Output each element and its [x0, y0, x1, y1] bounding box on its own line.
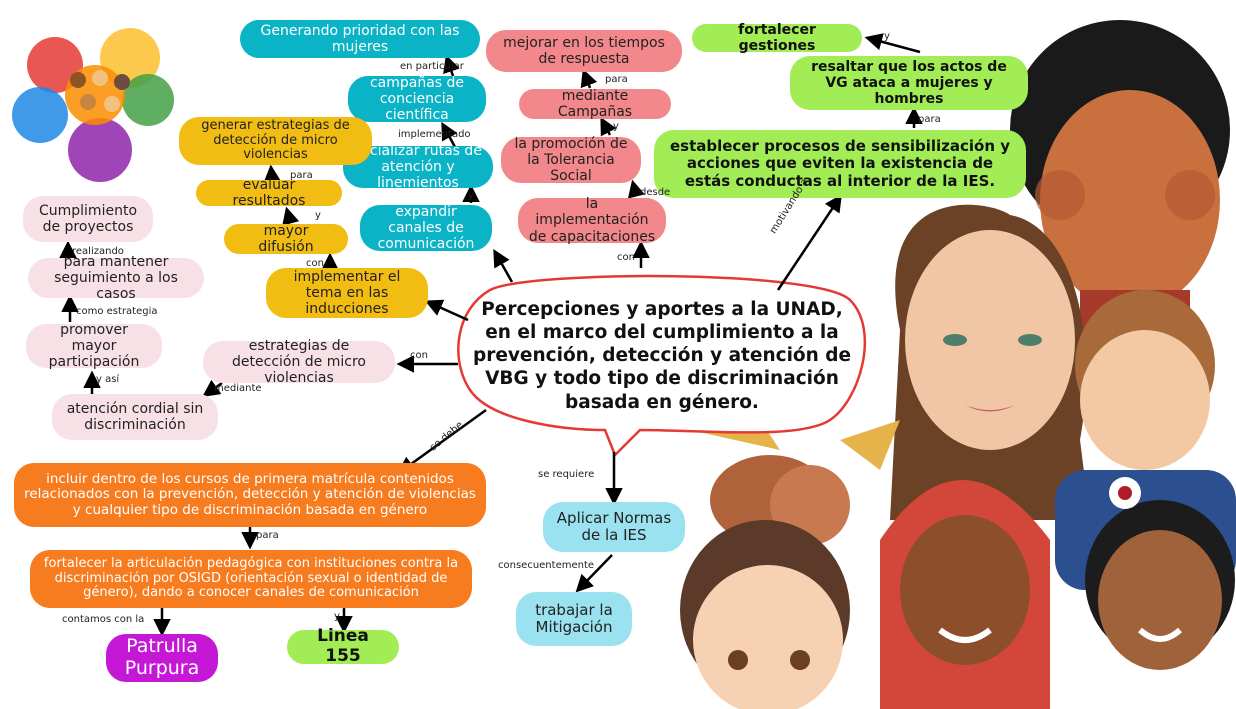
- central-title: Percepciones y aportes a la UNAD, en el …: [472, 299, 852, 413]
- node-implementacion-capacitaciones: la implementación de capacitaciones: [518, 196, 666, 245]
- edge-label-con-1: con: [306, 258, 324, 269]
- arrow: [443, 54, 460, 77]
- node-implementar-tema: implementar el tema en las inducciones: [266, 268, 428, 318]
- edge-label-para-2: para: [605, 74, 628, 85]
- edge-label-con-3: con: [410, 350, 428, 361]
- edge-label-para-4: para: [256, 530, 279, 541]
- edge-label-y-2: y: [315, 210, 321, 221]
- arrow: [575, 554, 613, 593]
- edge-label-y-asi: y así: [96, 374, 120, 385]
- node-generar-estrategias: generar estrategias de detección de micr…: [179, 117, 372, 165]
- arrow: [776, 194, 842, 291]
- central-bubble: [457, 274, 866, 458]
- arrow: [493, 248, 514, 283]
- node-incluir-cursos: incluir dentro de los cursos de primera …: [14, 463, 486, 527]
- node-establecer-procesos: establecer procesos de sensibilización y…: [654, 130, 1026, 198]
- edge-label-y-3: y: [613, 121, 619, 132]
- edge-label-y-1: y: [468, 190, 474, 201]
- node-aplicar-normas: Aplicar Normas de la IES: [543, 502, 685, 552]
- node-fortalecer-articulacion: fortalecer la articulación pedagógica co…: [30, 550, 472, 608]
- arrow: [441, 121, 458, 148]
- arrow: [424, 299, 469, 322]
- node-linea-155: Linea 155: [287, 627, 399, 666]
- node-cumplimiento-proyectos: Cumplimiento de proyectos: [23, 196, 153, 242]
- edge-label-en-particular: en particular: [400, 61, 464, 72]
- node-promover-participacion: promover mayor participación: [26, 322, 162, 370]
- edge-label-como-estrategia: como estrategia: [76, 306, 158, 317]
- arrow: [202, 379, 223, 398]
- arrow: [263, 164, 281, 183]
- edge-label-desde: desde: [640, 187, 671, 198]
- arrow: [397, 408, 487, 475]
- edge-label-mediante: mediante: [214, 383, 262, 394]
- node-patrulla-purpura: Patrulla Purpura: [106, 634, 218, 682]
- edge-label-se-requiere: se requiere: [538, 469, 595, 480]
- node-promocion-tolerancia: la promoción de la Tolerancia Social: [501, 136, 641, 184]
- edge-label-y-4: y: [884, 31, 890, 42]
- arrow: [580, 68, 598, 89]
- node-campanas-conciencia: campañas de conciencia científica: [348, 75, 486, 123]
- arrow: [282, 206, 300, 226]
- node-mayor-difusion: mayor difusión: [224, 223, 348, 255]
- node-estrategias-deteccion: estrategias de detección de micro violen…: [203, 338, 395, 386]
- edge-label-para-3: para: [918, 114, 941, 125]
- node-fortalecer-gestiones: fortalecer gestiones: [692, 22, 862, 54]
- node-trabajar-mitigacion: trabajar la Mitigación: [516, 592, 632, 646]
- painted-hands-illustration: [12, 28, 174, 182]
- arrow: [627, 179, 645, 199]
- arrow: [600, 116, 617, 137]
- edge-label-para-1: para: [290, 170, 313, 181]
- node-mediante-campanas: mediante Campañas: [519, 88, 671, 120]
- diverse-faces-illustration: [680, 20, 1236, 709]
- edge-label-con-2: con: [617, 252, 635, 263]
- node-generando-prioridad: Generando prioridad con las mujeres: [240, 20, 480, 58]
- edge-label-contamos: contamos con la: [62, 614, 145, 625]
- edge-label-implementado: implementado: [398, 129, 471, 140]
- edge-label-y-5: y: [334, 611, 340, 622]
- node-expandir-canales: expandir canales de comunicación: [360, 204, 492, 252]
- node-para-mantener: para mantener seguimiento a los casos: [28, 254, 204, 302]
- arrow: [864, 33, 921, 54]
- node-evaluar-resultados: evaluar resultados: [196, 177, 342, 209]
- node-mejorar-tiempos: mejorar en los tiempos de respuesta: [486, 30, 682, 72]
- edge-label-realizando: realizando: [72, 246, 124, 257]
- node-resaltar-actos: resaltar que los actos de VG ataca a muj…: [790, 56, 1028, 110]
- node-atencion-cordial: atención cordial sin discriminación: [52, 394, 218, 440]
- edge-label-consecuentemente: consecuentemente: [498, 560, 595, 571]
